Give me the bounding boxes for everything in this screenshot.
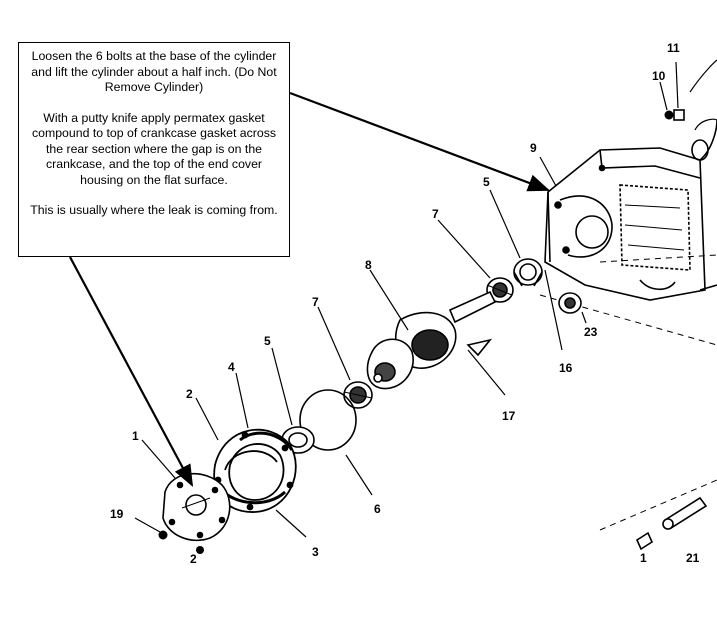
- part-label-10: 10: [652, 69, 666, 83]
- part-label-3: 3: [312, 545, 319, 559]
- bolt-19: [134, 517, 168, 540]
- end-cover-plate: [162, 472, 231, 542]
- bearing-7-left: [343, 381, 373, 409]
- plug-23: [558, 292, 587, 324]
- crankcase-housing: [544, 59, 717, 301]
- callout-arrows: [69, 91, 551, 487]
- instruction-callout: Loosen the 6 bolts at the base of the cy…: [18, 42, 290, 257]
- part-label-5-left: 5: [264, 334, 271, 348]
- bearing-5-right: [513, 258, 543, 287]
- part-label-small: 1: [640, 551, 647, 565]
- part-label-8: 8: [365, 258, 372, 272]
- part-label-4: 4: [228, 360, 235, 374]
- part-label-19: 19: [110, 507, 124, 521]
- pin-small: [635, 531, 654, 551]
- callout-paragraph-3: This is usually where the leak is coming…: [30, 203, 278, 217]
- part-label-17: 17: [502, 409, 516, 423]
- callout-paragraph-1: Loosen the 6 bolts at the base of the cy…: [31, 49, 277, 94]
- part-label-1: 1: [132, 429, 139, 443]
- arrow-to-end-cover: [69, 256, 194, 487]
- part-label-2: 2: [186, 387, 193, 401]
- part-labels: 1 2 4 5 7 8 7 5 9 10 11 23 16 17 6 3 19 …: [110, 41, 700, 566]
- leader-lines: [141, 156, 563, 538]
- part-label-6: 6: [374, 502, 381, 516]
- bearing-7-right: [486, 277, 514, 303]
- part-label-7-right: 7: [432, 207, 439, 221]
- bolt-10-11: [659, 61, 685, 121]
- part-label-16: 16: [559, 361, 573, 375]
- pin-21: [662, 496, 708, 530]
- part-label-23: 23: [584, 325, 598, 339]
- o-ring-6: [299, 389, 357, 451]
- bolt-bottom: [196, 546, 204, 554]
- crankshaft: [366, 290, 497, 390]
- arrow-to-crankcase: [289, 91, 551, 192]
- part-label-cut: 2: [190, 552, 197, 566]
- part-label-7-left: 7: [312, 295, 319, 309]
- part-label-21: 21: [686, 551, 700, 565]
- part-label-9: 9: [530, 141, 537, 155]
- part-label-11: 11: [667, 41, 680, 55]
- part-label-5-right: 5: [483, 175, 490, 189]
- callout-paragraph-2: With a putty knife apply permatex gasket…: [31, 110, 277, 187]
